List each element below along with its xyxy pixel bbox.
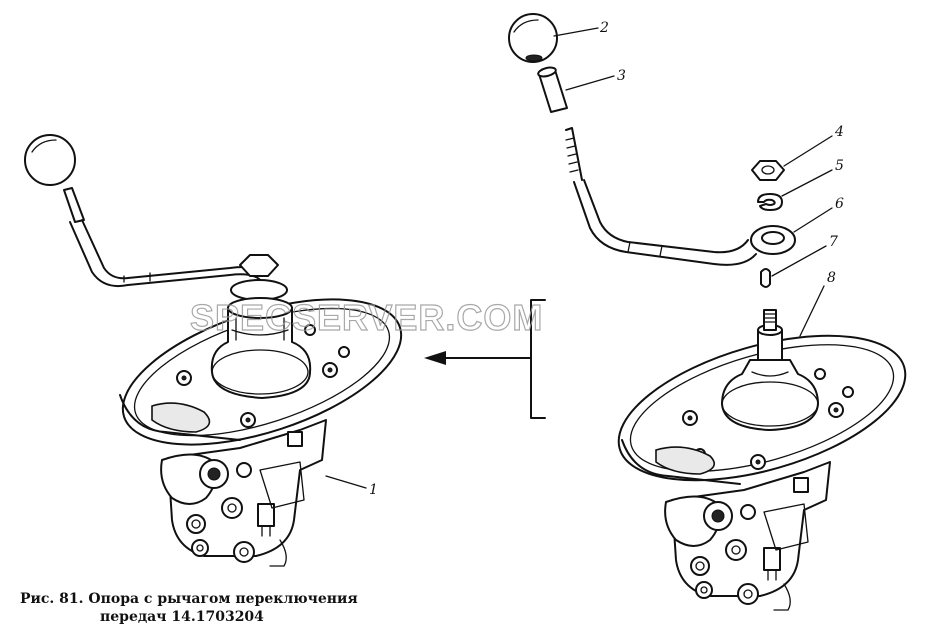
watermark: SPECSERVER.COM — [190, 297, 543, 338]
callout-5: 5 — [835, 158, 844, 174]
callout-4: 4 — [834, 124, 844, 140]
sleeve-part-3 — [537, 66, 568, 113]
assembled-support-with-lever — [24, 134, 403, 567]
callout-leaders — [325, 27, 833, 489]
callout-6: 6 — [835, 196, 844, 212]
caption-line-2: передач 14.1703204 — [100, 609, 264, 625]
assembly-arrow — [424, 299, 546, 419]
callout-2: 2 — [599, 20, 609, 36]
callout-8: 8 — [827, 270, 836, 286]
assembled-valve-body — [160, 419, 327, 567]
key-part-7 — [760, 268, 771, 288]
figure-caption: Рис. 81. Опора с рычагом переключения пе… — [20, 590, 358, 626]
nut-part-4 — [751, 160, 785, 181]
washer-part-5 — [757, 193, 783, 211]
exploded-parts — [508, 13, 907, 611]
callout-7: 7 — [829, 234, 838, 250]
assembled-plate-slot — [151, 402, 211, 433]
callout-3: 3 — [617, 68, 626, 84]
assembled-boot — [210, 297, 312, 399]
callout-numbers: 2 3 4 5 6 7 8 1 — [369, 20, 844, 498]
lever-rod — [565, 127, 757, 266]
support-assembly-part-8 — [617, 309, 907, 611]
callout-1: 1 — [369, 482, 378, 498]
assembled-nut — [239, 254, 279, 277]
lever-eye-part-6 — [750, 225, 796, 255]
knob-part-2 — [508, 13, 558, 63]
caption-line-1: Рис. 81. Опора с рычагом переключения — [20, 591, 358, 607]
assembled-lever — [24, 134, 269, 288]
